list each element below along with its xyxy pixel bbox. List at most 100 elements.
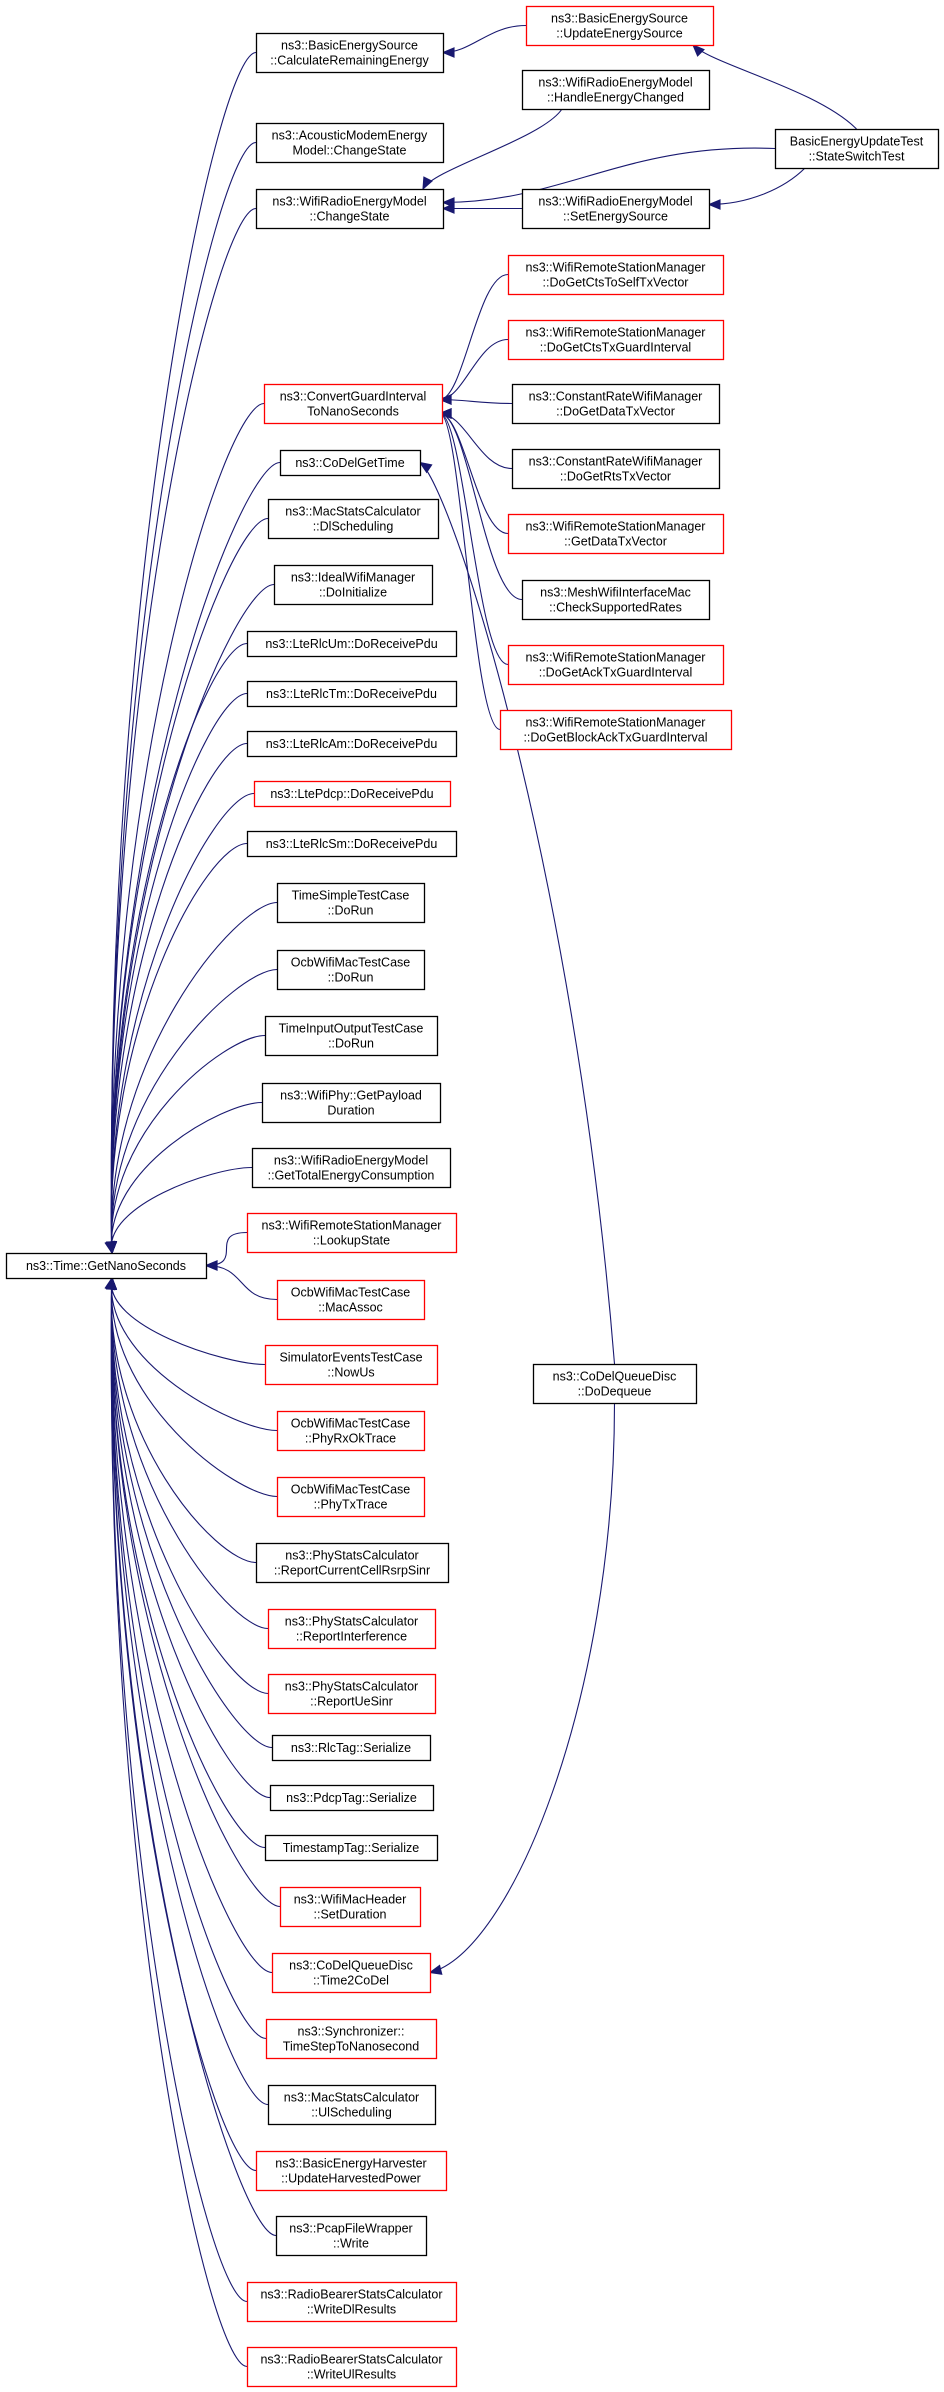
node-tiotc[interactable]: TimeInputOutputTestCase::DoRun	[264, 1015, 439, 1057]
node-crwm-rts[interactable]: ns3::ConstantRateWifiManager::DoGetRtsTx…	[511, 448, 721, 490]
edge-ocb-dorun-to-root	[105, 968, 278, 1255]
node-psc-ue[interactable]: ns3::PhyStatsCalculator::ReportUeSinr	[267, 1673, 437, 1715]
node-label: ns3::WifiRemoteStationManager	[526, 261, 706, 275]
node-wrsm-lookup[interactable]: ns3::WifiRemoteStationManager::LookupSta…	[246, 1212, 458, 1254]
node-label: ::SetDuration	[314, 1908, 387, 1922]
node-rbsc-ul[interactable]: ns3::RadioBearerStatsCalculator::WriteUl…	[246, 2346, 458, 2388]
node-label: OcbWifiMacTestCase	[291, 1286, 411, 1300]
node-box	[255, 188, 445, 230]
node-label: ::DoRun	[328, 971, 374, 985]
node-back-gi[interactable]: ns3::WifiRemoteStationManager::DoGetBloc…	[499, 709, 733, 751]
edge-codel-t2c-to-root	[106, 1276, 273, 1974]
node-mesh[interactable]: ns3::MeshWifiInterfaceMac::CheckSupporte…	[521, 579, 711, 621]
node-pcap[interactable]: ns3::PcapFileWrapper::Write	[275, 2215, 428, 2257]
node-label: TimeInputOutputTestCase	[279, 1022, 424, 1036]
node-beut[interactable]: BasicEnergyUpdateTest::StateSwitchTest	[774, 128, 940, 170]
node-label: TimeSimpleTestCase	[292, 889, 410, 903]
node-label: ns3::BasicEnergySource	[281, 39, 418, 53]
node-psc-intf[interactable]: ns3::PhyStatsCalculator::ReportInterfere…	[267, 1608, 437, 1650]
node-root[interactable]: ns3::Time::GetNanoSeconds	[5, 1252, 208, 1280]
node-rbsc-dl[interactable]: ns3::RadioBearerStatsCalculator::WriteDl…	[246, 2281, 458, 2323]
node-box	[521, 579, 711, 621]
edge-simev-to-root	[104, 1276, 266, 1366]
node-box	[276, 949, 426, 991]
node-label: ns3::WifiRemoteStationManager	[526, 716, 706, 730]
edges-layer	[104, 24, 857, 2368]
node-pdcp[interactable]: ns3::LtePdcp::DoReceivePdu	[253, 780, 452, 808]
node-label: ::DoInitialize	[319, 586, 387, 600]
node-rlcsm[interactable]: ns3::LteRlcSm::DoReceivePdu	[246, 830, 458, 858]
node-codel-time[interactable]: ns3::CoDelGetTime	[279, 449, 422, 477]
node-label: ::DoGetDataTxVector	[556, 405, 675, 419]
edge-crwm-data-to-convert-gi	[438, 394, 513, 405]
node-acoustic[interactable]: ns3::AcousticModemEnergyModel::ChangeSta…	[255, 122, 445, 164]
node-codel-t2c[interactable]: ns3::CoDelQueueDisc::Time2CoDel	[271, 1952, 432, 1994]
node-sync[interactable]: ns3::Synchronizer::TimeStepToNanosecond	[265, 2018, 438, 2060]
node-wrem-total[interactable]: ns3::WifiRadioEnergyModel::GetTotalEnerg…	[251, 1147, 452, 1189]
node-psc-rsrp[interactable]: ns3::PhyStatsCalculator::ReportCurrentCe…	[255, 1542, 450, 1584]
node-rlctm[interactable]: ns3::LteRlcTm::DoReceivePdu	[246, 680, 458, 708]
node-tstag[interactable]: TimestampTag::Serialize	[264, 1834, 439, 1862]
node-cts-self[interactable]: ns3::WifiRemoteStationManager::DoGetCtsT…	[507, 254, 725, 296]
node-label: ns3::RadioBearerStatsCalculator	[260, 2288, 442, 2302]
node-label: ns3::LteRlcUm::DoReceivePdu	[265, 637, 437, 651]
node-label: Duration	[327, 1104, 374, 1118]
node-label: TimestampTag::Serialize	[283, 1841, 419, 1855]
node-label: ns3::AcousticModemEnergy	[272, 129, 428, 143]
node-label: ::MacAssoc	[318, 1301, 383, 1315]
node-label: ::SetEnergySource	[563, 210, 668, 224]
node-label: ns3::WifiMacHeader	[294, 1893, 407, 1907]
node-box	[246, 2281, 458, 2323]
edge-ocb-assoc-to-root	[204, 1260, 278, 1301]
node-label: ns3::WifiRemoteStationManager	[526, 520, 706, 534]
node-wrem-change[interactable]: ns3::WifiRadioEnergyModel::ChangeState	[255, 188, 445, 230]
node-label: ns3::CoDelQueueDisc	[553, 1370, 677, 1384]
node-pdcptag[interactable]: ns3::PdcpTag::Serialize	[269, 1784, 435, 1812]
node-rlctag[interactable]: ns3::RlcTag::Serialize	[271, 1734, 432, 1762]
node-wrem-setsrc[interactable]: ns3::WifiRadioEnergyModel::SetEnergySour…	[521, 188, 711, 230]
node-beh[interactable]: ns3::BasicEnergyHarvester::UpdateHarvest…	[255, 2150, 448, 2192]
edge-cts-self-to-convert-gi	[438, 273, 509, 405]
node-box	[511, 383, 721, 425]
node-bes-calc[interactable]: ns3::BasicEnergySource::CalculateRemaini…	[255, 32, 445, 74]
edge-msc-dl-to-root	[106, 517, 269, 1255]
node-wrem-handle[interactable]: ns3::WifiRadioEnergyModel::HandleEnergyC…	[521, 69, 711, 111]
node-crwm-data[interactable]: ns3::ConstantRateWifiManager::DoGetDataT…	[511, 383, 721, 425]
node-box	[246, 830, 458, 858]
node-ocb-dorun[interactable]: OcbWifiMacTestCase::DoRun	[276, 949, 426, 991]
node-box	[255, 32, 445, 74]
node-label: OcbWifiMacTestCase	[291, 1483, 411, 1497]
node-ideal[interactable]: ns3::IdealWifiManager::DoInitialize	[273, 564, 434, 606]
node-ocb-rxok[interactable]: OcbWifiMacTestCase::PhyRxOkTrace	[276, 1410, 426, 1452]
node-rlcum[interactable]: ns3::LteRlcUm::DoReceivePdu	[246, 630, 458, 658]
node-rlcam[interactable]: ns3::LteRlcAm::DoReceivePdu	[246, 730, 458, 758]
edge-wrem-change-to-root	[106, 207, 257, 1255]
node-label: ::ReportInterference	[296, 1630, 407, 1644]
node-simev[interactable]: SimulatorEventsTestCase::NowUs	[264, 1344, 439, 1386]
node-cts-gi[interactable]: ns3::WifiRemoteStationManager::DoGetCtsT…	[507, 319, 725, 361]
node-msc-dl[interactable]: ns3::MacStatsCalculator::DlScheduling	[267, 498, 440, 540]
edge-pdcp-to-root	[106, 792, 255, 1255]
node-label: ::PhyRxOkTrace	[305, 1432, 396, 1446]
node-label: ns3::PhyStatsCalculator	[285, 1615, 418, 1629]
edge-beh-to-root	[106, 1276, 257, 2172]
node-label: Model::ChangeState	[293, 144, 407, 158]
node-label: ns3::WifiRemoteStationManager	[262, 1219, 442, 1233]
edge-beut-to-wrem-change	[441, 147, 776, 208]
node-wmh[interactable]: ns3::WifiMacHeader::SetDuration	[279, 1886, 422, 1928]
node-codel-deq[interactable]: ns3::CoDelQueueDisc::DoDequeue	[532, 1363, 698, 1405]
node-tstc[interactable]: TimeSimpleTestCase::DoRun	[276, 882, 426, 924]
node-box	[271, 1734, 432, 1762]
node-ocb-tx[interactable]: OcbWifiMacTestCase::PhyTxTrace	[276, 1476, 426, 1518]
node-ocb-assoc[interactable]: OcbWifiMacTestCase::MacAssoc	[276, 1279, 426, 1321]
node-label: ::DoDequeue	[578, 1385, 652, 1399]
node-label: ns3::LtePdcp::DoReceivePdu	[270, 787, 433, 801]
node-ack-gi[interactable]: ns3::WifiRemoteStationManager::DoGetAckT…	[507, 644, 725, 686]
node-label: ns3::Synchronizer::	[298, 2025, 405, 2039]
node-msc-ul[interactable]: ns3::MacStatsCalculator::UlScheduling	[267, 2084, 437, 2126]
node-bes-update[interactable]: ns3::BasicEnergySource::UpdateEnergySour…	[525, 5, 715, 47]
node-wrsm-data[interactable]: ns3::WifiRemoteStationManager::GetDataTx…	[507, 513, 725, 555]
